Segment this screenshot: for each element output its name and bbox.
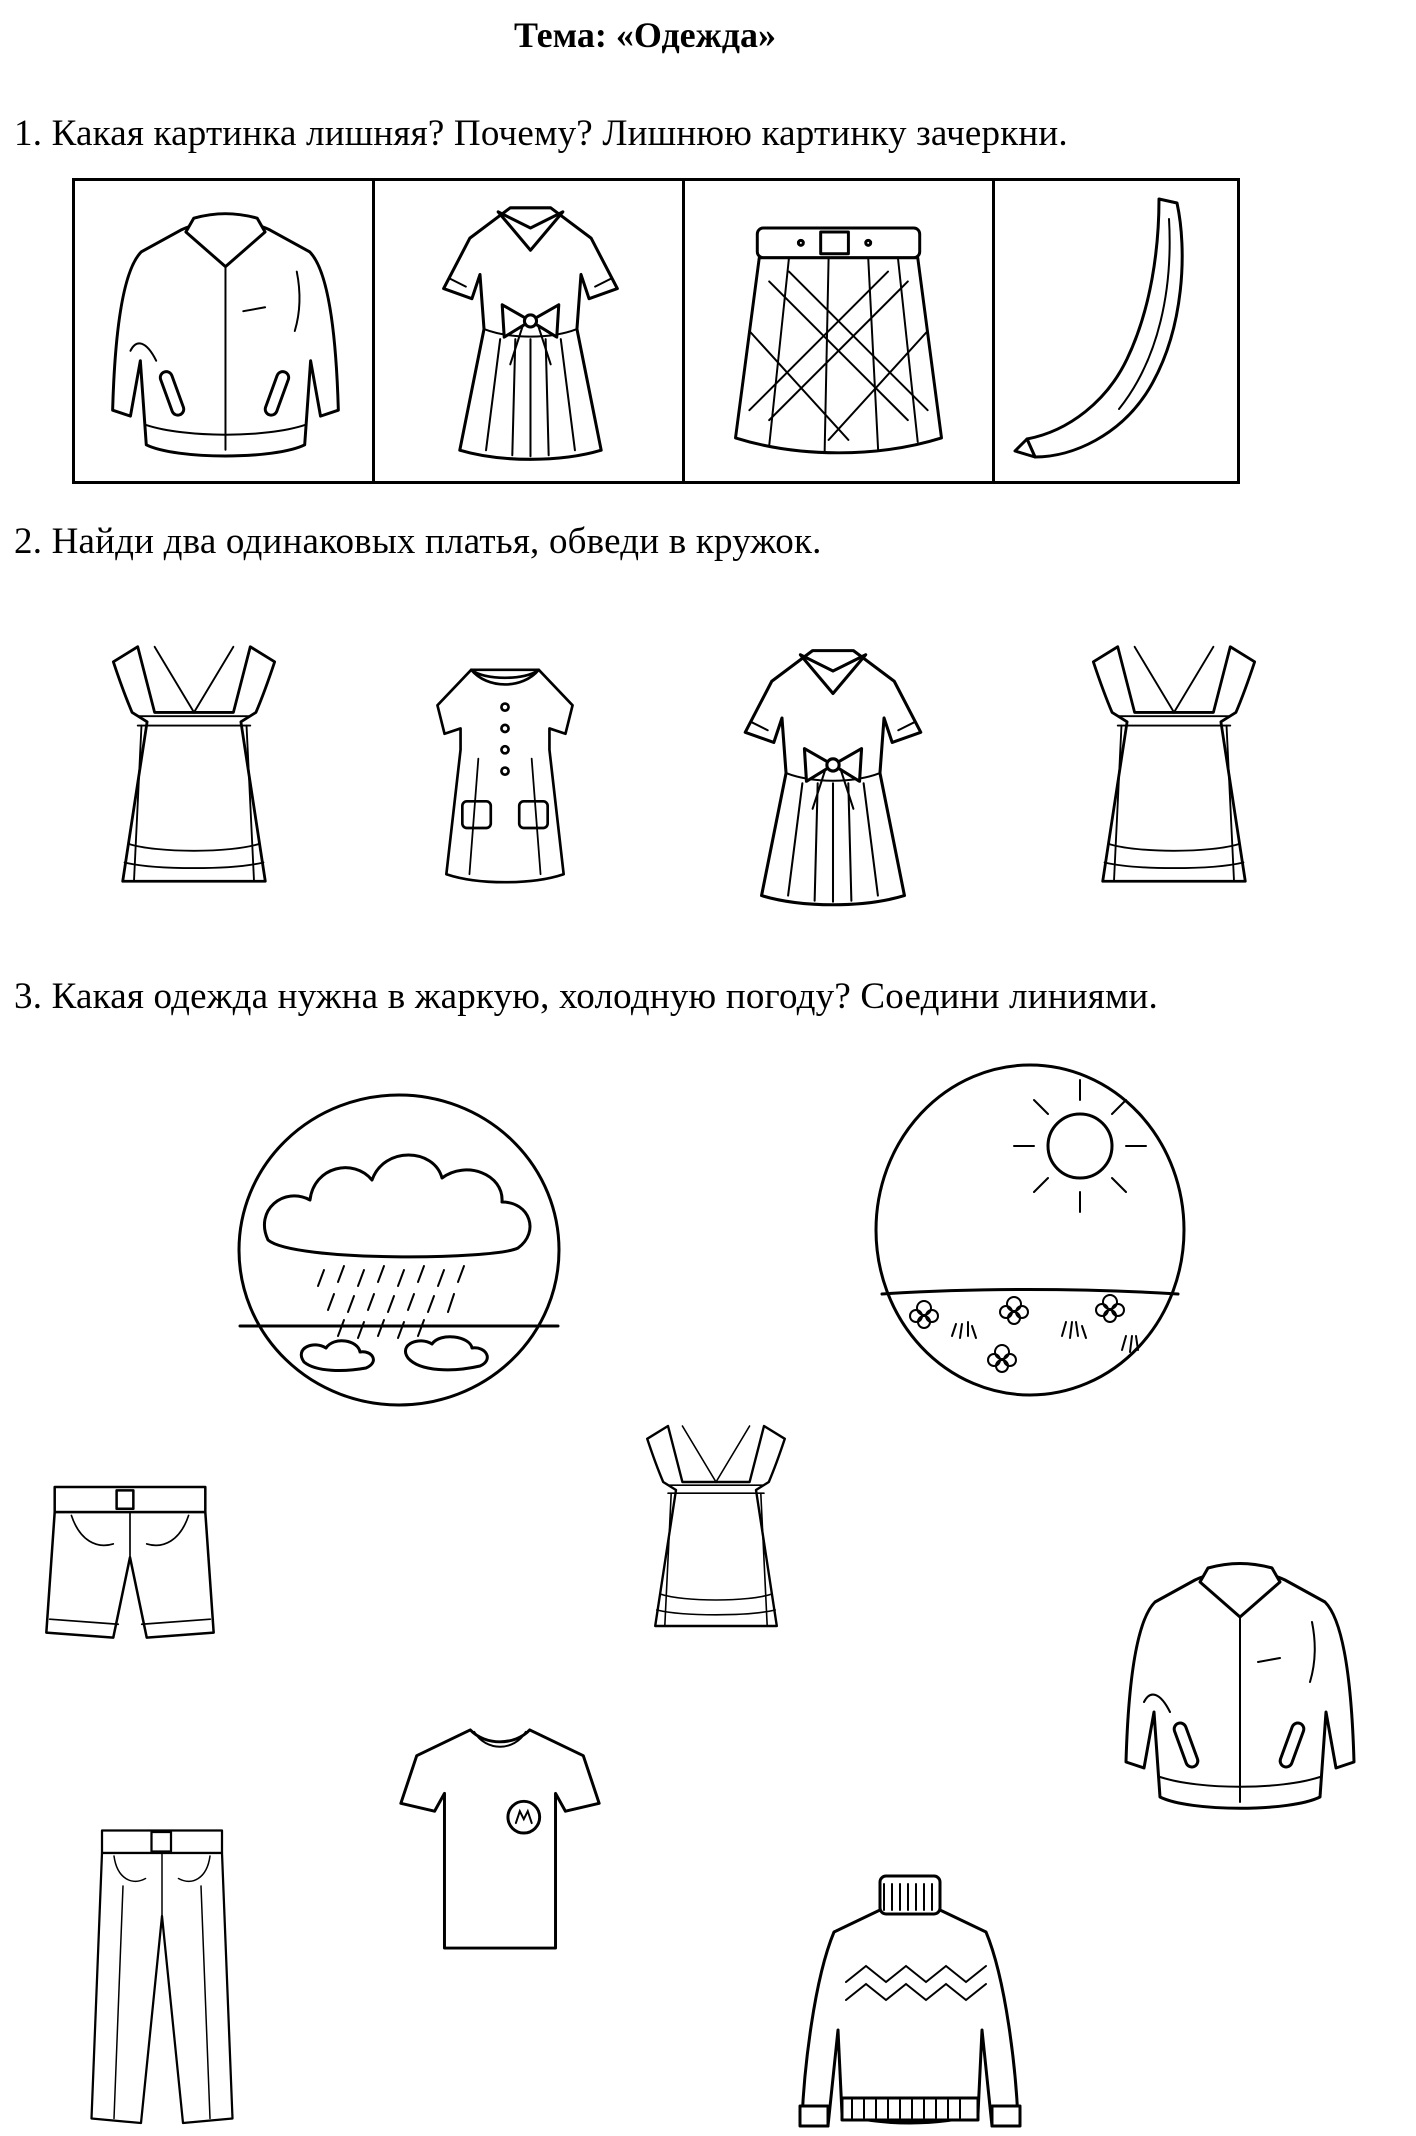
dress-option-4[interactable] (1060, 628, 1288, 900)
task-1-instruction: 1. Какая картинка лишняя? Почему? Лишнюю… (14, 113, 1068, 154)
jacket-picture (111, 212, 340, 458)
strip-cell-jacket[interactable] (75, 181, 375, 481)
dress-option-3[interactable] (700, 620, 966, 916)
strip-cell-banana[interactable] (995, 181, 1237, 481)
page-title: Тема: «Одежда» (514, 15, 776, 55)
rainy-weather-picture[interactable] (234, 1090, 564, 1410)
summer-dress-picture[interactable] (624, 1410, 808, 1642)
sweater-picture[interactable] (780, 1870, 1040, 2130)
banana-picture (1013, 197, 1184, 459)
task-2-instruction: 2. Найди два одинаковых платья, обведи в… (14, 521, 822, 562)
dress-picture (442, 206, 619, 461)
dress-option-2[interactable] (410, 652, 600, 892)
strip-cell-dress[interactable] (375, 181, 685, 481)
odd-one-out-strip (72, 178, 1240, 484)
tshirt-picture[interactable] (380, 1720, 620, 1954)
shorts-picture[interactable] (40, 1482, 220, 1646)
jacket-picture-2[interactable] (1120, 1540, 1360, 1840)
skirt-picture (734, 226, 943, 455)
task-3-instruction: 3. Какая одежда нужна в жаркую, холодную… (14, 976, 1159, 1017)
strip-cell-skirt[interactable] (685, 181, 995, 481)
pants-picture[interactable] (72, 1826, 252, 2126)
sunny-weather-picture[interactable] (872, 1060, 1188, 1400)
dress-option-1[interactable] (84, 628, 304, 900)
